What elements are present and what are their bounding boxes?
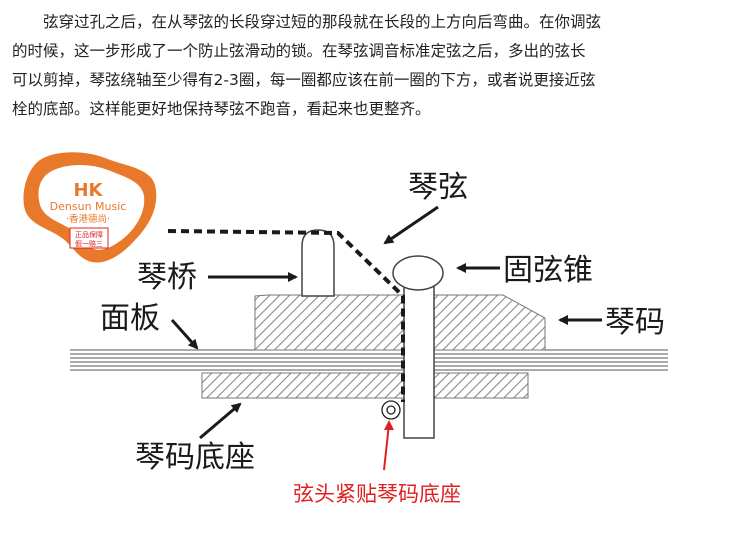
label-string: 琴弦 xyxy=(408,170,468,205)
logo-badge-line1: 正品保障 xyxy=(75,230,103,239)
string-path xyxy=(167,229,405,402)
logo-brand: HK xyxy=(73,180,103,201)
arrow-string xyxy=(383,205,439,245)
arrow-bridge-base xyxy=(199,402,242,440)
arrow-note xyxy=(383,423,390,471)
label-bridge-saddle: 琴码 xyxy=(605,305,665,340)
paragraph-line: 弦穿过孔之后，在从琴弦的长段穿过短的那段就在长段的上方向后弯曲。在你调弦 xyxy=(43,13,602,31)
brand-logo: HK Densun Music ·香港德尚· 正品保障 假一赔三 xyxy=(23,152,157,263)
label-bridge: 琴桥 xyxy=(137,260,197,295)
label-top: 面板 xyxy=(100,301,160,336)
bridge-pin-shaft xyxy=(403,279,435,439)
bridge-pin-head xyxy=(392,255,444,291)
label-note: 弦头紧贴琴码底座 xyxy=(293,482,461,506)
logo-badge xyxy=(69,227,109,249)
paragraph-line: 栓的底部。这样能更好地保持琴弦不跑音，看起来也更整齐。 xyxy=(12,100,431,118)
description-paragraph: 弦穿过孔之后，在从琴弦的长段穿过短的那段就在长段的上方向后弯曲。在你调弦 的时候… xyxy=(12,8,740,124)
bridge-plate xyxy=(201,372,529,399)
ball-end xyxy=(381,400,401,420)
paragraph-line: 可以剪掉，琴弦绕轴至少得有2-3圈，每一圈都应该在前一圈的下方，或者说更接近弦 xyxy=(12,71,596,89)
label-bridge-base: 琴码底座 xyxy=(135,440,255,475)
label-peg: 固弦锥 xyxy=(503,253,593,288)
logo-badge-line2: 假一赔三 xyxy=(75,239,103,248)
logo-inner xyxy=(38,164,145,250)
logo-chinese: ·香港德尚· xyxy=(66,213,110,225)
paragraph-line: 的时候，这一步形成了一个防止弦滑动的锁。在琴弦调音标准定弦之后，多出的弦长 xyxy=(12,42,586,60)
logo-name: Densun Music xyxy=(50,200,127,213)
bridge-saddle-body xyxy=(254,294,546,351)
top-plate xyxy=(70,349,668,371)
arrow-top xyxy=(170,319,199,350)
arrow-note-head xyxy=(384,420,394,430)
bridge-saddle xyxy=(301,229,335,297)
